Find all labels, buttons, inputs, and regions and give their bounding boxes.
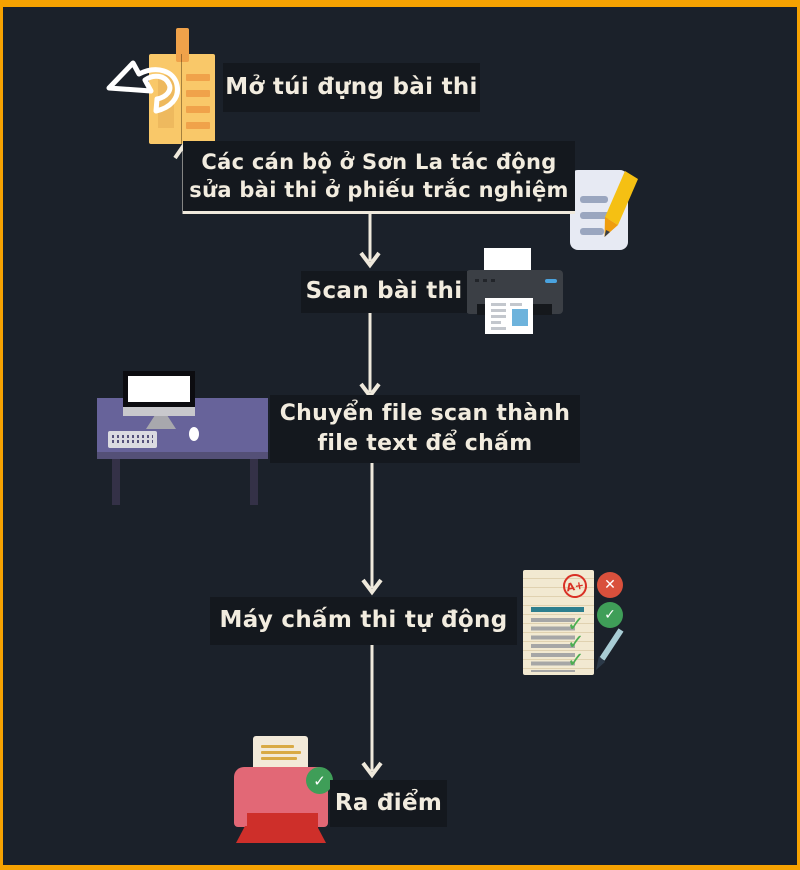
desk-leg — [250, 459, 258, 505]
bag-stripe — [186, 74, 210, 81]
document-line — [580, 196, 608, 203]
step-convert-label: Chuyển file scan thành file text để chấm — [270, 395, 580, 463]
desk-edge — [97, 452, 268, 459]
curved-arrow-icon — [106, 60, 181, 114]
monitor-bezel — [123, 407, 195, 416]
check-icon: ✓ — [567, 630, 585, 654]
document-line — [580, 228, 604, 235]
keyboard-keys — [112, 435, 153, 438]
tamper-note: Các cán bộ ở Sơn La tác động sửa bài thi… — [183, 141, 575, 211]
cross-badge-icon: ✕ — [597, 572, 623, 598]
printer-base — [236, 826, 326, 843]
monitor-stand — [146, 416, 176, 429]
pen-icon — [596, 628, 624, 670]
document-line — [580, 212, 616, 219]
step-open-bag-label: Mở túi đựng bài thi — [223, 63, 480, 112]
scanned-line — [510, 303, 522, 306]
step-result-label: Ra điểm — [330, 780, 447, 827]
bag-stripe — [186, 106, 210, 113]
bag-seal-tab — [176, 28, 189, 62]
scanner-button — [491, 279, 495, 282]
scanned-line — [491, 303, 506, 306]
monitor-icon — [123, 371, 195, 407]
bag-fold-line — [181, 54, 182, 144]
check-glyph: ✓ — [604, 607, 616, 623]
scanned-line — [491, 315, 506, 318]
success-badge-icon: ✓ — [306, 767, 333, 794]
result-printer-icon: ✓ — [234, 736, 335, 846]
step-scan-text: Scan bài thi — [305, 278, 463, 305]
check-badge-icon: ✓ — [597, 602, 623, 628]
tamper-note-line1: Các cán bộ ở Sơn La tác động — [201, 149, 557, 174]
bag-stripe — [186, 122, 210, 129]
scanned-line — [491, 321, 501, 324]
graded-exam-icon: A+ ✓ ✓ ✓ — [523, 570, 594, 675]
frame-top — [0, 0, 800, 7]
tamper-note-line2: sửa bài thi ở phiếu trắc nghiệm — [189, 178, 569, 202]
result-paper — [253, 736, 308, 772]
desk-leg — [112, 459, 120, 505]
mouse-icon — [189, 427, 199, 441]
keyboard-icon — [108, 431, 157, 448]
flow-arrow-down-icon — [359, 211, 381, 269]
scanner-indicator — [545, 279, 557, 283]
flow-arrow-down-icon — [359, 312, 381, 400]
step-convert-line1: Chuyển file scan thành — [279, 401, 571, 427]
cross-glyph: ✕ — [604, 577, 616, 593]
check-glyph: ✓ — [313, 771, 326, 790]
scanned-line — [491, 309, 506, 312]
result-line — [261, 745, 294, 748]
check-icon: ✓ — [567, 648, 585, 672]
frame-left — [0, 0, 3, 870]
scanned-line — [491, 327, 506, 330]
computer-desk-icon — [97, 371, 268, 505]
step-autograde-label: Máy chấm thi tự động — [210, 597, 517, 645]
keyboard-keys — [112, 440, 153, 443]
step-autograde-text: Máy chấm thi tự động — [219, 607, 508, 634]
step-result-text: Ra điểm — [334, 789, 443, 816]
frame-bottom — [0, 865, 800, 870]
graded-title-bar — [531, 607, 584, 612]
step-open-bag-text: Mở túi đựng bài thi — [225, 73, 478, 100]
check-icon: ✓ — [567, 612, 585, 636]
scanned-document — [485, 298, 533, 334]
step-scan-label: Scan bài thi — [301, 271, 467, 313]
edited-exam-icon — [570, 168, 640, 253]
scanner-button — [483, 279, 487, 282]
flow-arrow-down-icon — [361, 645, 383, 779]
flow-arrow-down-icon — [361, 462, 383, 596]
frame-right — [797, 0, 800, 870]
result-line — [261, 751, 301, 754]
pencil-icon — [604, 171, 638, 237]
answer-lines — [531, 618, 575, 672]
bag-stripe — [186, 90, 210, 97]
scanned-photo — [512, 309, 528, 326]
scanner-icon — [466, 240, 563, 335]
result-line — [261, 757, 297, 760]
flow-line-horizontal — [183, 211, 575, 214]
step-convert-line2: file text để chấm — [317, 431, 533, 456]
printer-tray — [247, 813, 318, 828]
scanner-button — [475, 279, 479, 282]
